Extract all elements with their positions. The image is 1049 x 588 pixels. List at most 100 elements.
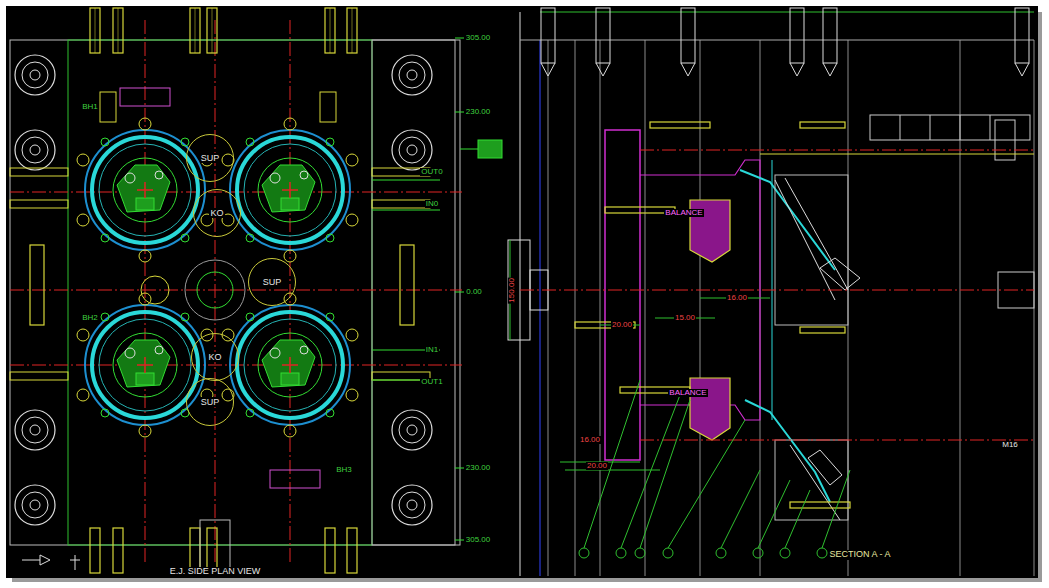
- drawing-path: [541, 63, 555, 76]
- drawing-circle: [270, 173, 280, 183]
- drawing-path: [596, 63, 610, 76]
- drawing-circle: [399, 62, 425, 88]
- drawing-circle: [30, 70, 40, 80]
- drawing-line: [455, 292, 464, 293]
- drawing-circle: [270, 348, 280, 358]
- node-label: SUP: [200, 397, 221, 407]
- drawing-line: [144, 182, 146, 198]
- cooling-block: [270, 470, 320, 488]
- drawing-circle: [407, 70, 417, 80]
- dimension: 16.00: [579, 436, 601, 445]
- drawing-circle: [181, 313, 189, 321]
- drawing-circle: [141, 276, 169, 304]
- drawing-line: [455, 540, 464, 541]
- nozzle: [870, 115, 1030, 140]
- drawing-circle: [326, 234, 334, 242]
- guide-pin: [15, 485, 55, 525]
- drawing-circle: [237, 137, 343, 243]
- drawing-rect: [10, 372, 68, 380]
- drawing-rect: [10, 200, 68, 208]
- part-name: BH2: [81, 314, 99, 323]
- dimension: 230.00: [465, 464, 491, 473]
- drawing-line: [668, 420, 745, 548]
- drawing-line: [75, 555, 76, 570]
- bolt-hole: [77, 214, 89, 226]
- screw: [113, 8, 123, 53]
- dimension: 150.00: [508, 277, 517, 303]
- guide-pin: [392, 130, 432, 170]
- drawing-line: [900, 115, 901, 140]
- drawing-circle: [22, 492, 48, 518]
- drawing-line: [520, 12, 521, 576]
- drawing-path: [117, 165, 170, 212]
- drawing-circle: [101, 313, 109, 321]
- drawing-rect: [281, 198, 299, 210]
- cooling-block: [120, 88, 170, 106]
- drawing-circle: [99, 144, 191, 236]
- screw: [800, 327, 845, 333]
- drawing-circle: [22, 137, 48, 163]
- drawing-circle: [246, 313, 254, 321]
- screw: [650, 122, 710, 128]
- drawing-line: [289, 357, 291, 373]
- drawing-rect: [320, 92, 336, 122]
- callout-bubble: [817, 548, 827, 558]
- drawing-circle: [92, 312, 198, 418]
- drawing-rect: [372, 200, 430, 208]
- drawing-circle: [258, 333, 322, 397]
- callout-bubble: [616, 548, 626, 558]
- bolt-hole: [346, 214, 358, 226]
- dimension: 15.00: [674, 314, 696, 323]
- screw: [596, 8, 610, 63]
- drawing-circle: [125, 348, 135, 358]
- sprue-circle: [185, 260, 245, 320]
- callout-bubble: [753, 548, 763, 558]
- guide-pin: [15, 55, 55, 95]
- drawing-path: [823, 63, 837, 76]
- cavity-ring: [230, 305, 350, 425]
- drawing-line: [640, 400, 690, 548]
- drawing-path: [681, 63, 695, 76]
- screw: [207, 8, 217, 53]
- drawing-circle: [246, 138, 254, 146]
- guide-pin: [15, 410, 55, 450]
- drawing-line: [645, 40, 646, 576]
- drawing-line: [455, 38, 464, 39]
- screw: [347, 528, 357, 573]
- bolt-hole: [222, 389, 234, 401]
- drawing-circle: [326, 138, 334, 146]
- drawing-line: [95, 8, 96, 53]
- guide-pin: [392, 485, 432, 525]
- dimension: 230.00: [465, 108, 491, 117]
- bolt-hole: [201, 329, 213, 341]
- drawing-circle: [30, 145, 40, 155]
- drawing-path: [1015, 63, 1029, 76]
- drawing-line: [520, 40, 1034, 41]
- guide-pin: [15, 130, 55, 170]
- drawing-rect: [10, 40, 460, 545]
- bolt-hole: [346, 389, 358, 401]
- circle-node: SUP: [248, 258, 296, 306]
- circle-node: SUP: [186, 134, 234, 182]
- drawing-circle: [237, 312, 343, 418]
- drawing-line: [760, 154, 1034, 155]
- cavity-ring: [230, 130, 350, 250]
- bolt-hole: [139, 250, 151, 262]
- drawing-line: [600, 40, 601, 576]
- drawing-rect: [200, 520, 230, 570]
- drawing-circle: [30, 425, 40, 435]
- screw: [325, 8, 335, 53]
- dimension: 20.00: [586, 462, 608, 471]
- drawing-rect: [10, 168, 68, 176]
- part-name: BALANCE: [668, 389, 707, 398]
- drawing-line: [352, 8, 353, 53]
- drawing-line: [930, 115, 931, 140]
- drawing-line: [10, 290, 462, 291]
- thread-spec: M16: [1001, 441, 1019, 450]
- bolt-hole: [346, 329, 358, 341]
- dimension: 16.00: [726, 294, 748, 303]
- bolt-hole: [139, 118, 151, 130]
- screw: [90, 528, 100, 573]
- drawing-circle: [399, 137, 425, 163]
